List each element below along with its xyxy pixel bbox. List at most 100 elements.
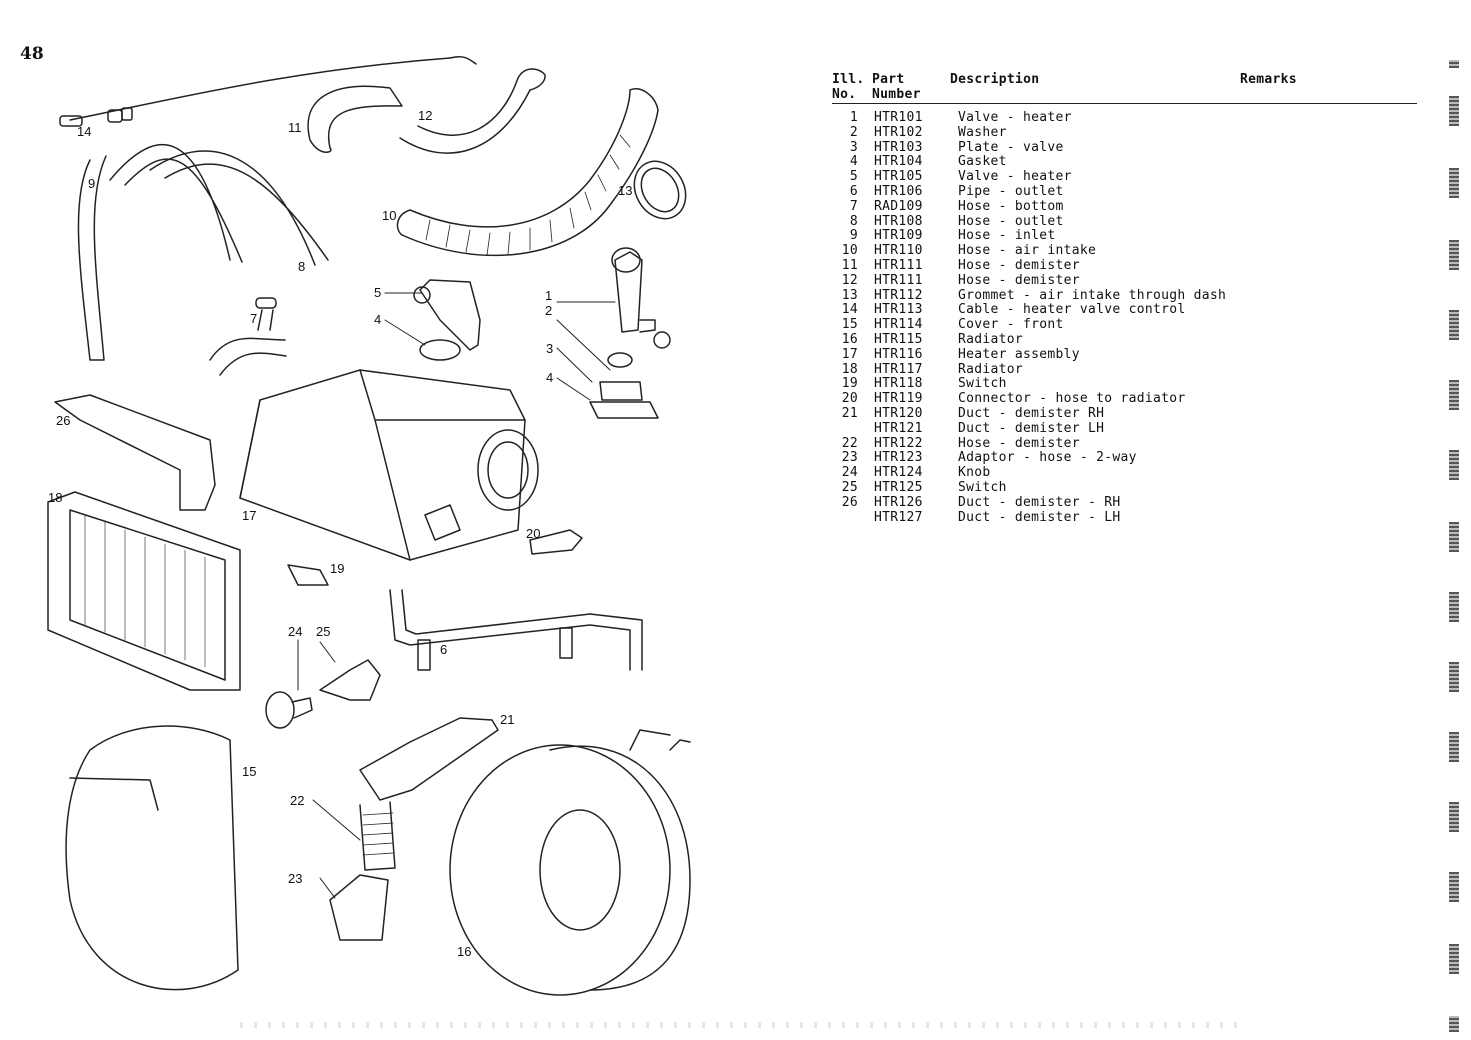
ill-no-cell: 1 bbox=[849, 110, 858, 125]
ill-no-cell: 3 bbox=[849, 139, 858, 155]
ill-no-cell: 25 bbox=[841, 479, 858, 495]
parts-list-table: Ill. No. Part Number Description Remarks… bbox=[832, 72, 1417, 525]
part-number-cell: HTR108 bbox=[874, 213, 923, 229]
callout-10: 10 bbox=[382, 208, 396, 223]
callout-22: 22 bbox=[290, 793, 304, 808]
part-number-cell: HTR114 bbox=[874, 317, 923, 333]
part-number-cell: HTR115 bbox=[874, 331, 923, 347]
description-cell: Heater assembly bbox=[958, 346, 1080, 362]
hose-part bbox=[399, 68, 546, 154]
description-cell: Valve - heater bbox=[958, 110, 1072, 125]
part-number-cell: HTR127 bbox=[874, 509, 923, 525]
exploded-parts-diagram: 1 2 3 4 4 5 6 7 8 9 10 11 12 13 14 15 16… bbox=[30, 30, 720, 1010]
callout-8: 8 bbox=[298, 259, 305, 274]
description-cell: Hose - outlet bbox=[958, 213, 1064, 229]
description-cell: Plate - valve bbox=[958, 139, 1064, 155]
callout-4b: 4 bbox=[374, 312, 381, 327]
part-number-cell: HTR125 bbox=[874, 479, 923, 495]
callout-24: 24 bbox=[288, 624, 302, 639]
description-cell: Radiator bbox=[958, 361, 1024, 377]
table-row: 8 HTR108 Hose - outlet bbox=[832, 213, 1417, 230]
callout-14: 14 bbox=[77, 124, 91, 139]
table-row: 5 HTR105 Valve - heater bbox=[832, 169, 1417, 185]
description-cell: Valve - heater bbox=[958, 169, 1072, 185]
hose-part bbox=[307, 85, 403, 153]
table-row: 25 HTR125 Switch bbox=[832, 479, 1417, 496]
margin-tab-marks bbox=[1445, 60, 1459, 1040]
part-number-cell: HTR110 bbox=[874, 243, 923, 259]
ill-no-cell: 14 bbox=[841, 302, 858, 318]
part-number-cell: HTR105 bbox=[874, 169, 923, 185]
callout-5: 5 bbox=[374, 285, 381, 300]
description-cell: Hose - inlet bbox=[958, 228, 1056, 244]
radiator-part bbox=[47, 491, 241, 691]
table-row: HTR127 Duct - demister - LH bbox=[832, 509, 1417, 526]
description-cell: Cover - front bbox=[958, 317, 1064, 333]
ill-no-cell: 5 bbox=[849, 169, 858, 185]
header-part-number: Part Number bbox=[872, 72, 921, 102]
radiator-core-part bbox=[449, 744, 671, 996]
description-cell: Duct - demister - RH bbox=[958, 494, 1121, 510]
description-cell: Hose - bottom bbox=[958, 198, 1064, 214]
part-number-cell: HTR109 bbox=[874, 228, 923, 244]
table-row: 1 HTR101 Valve - heater bbox=[832, 110, 1417, 126]
ill-no-cell: 10 bbox=[841, 243, 858, 259]
description-cell: Switch bbox=[958, 479, 1007, 495]
callout-19: 19 bbox=[330, 561, 344, 576]
callout-25: 25 bbox=[316, 624, 330, 639]
ill-no-cell: 8 bbox=[849, 213, 858, 229]
description-cell: Hose - demister bbox=[958, 272, 1080, 288]
part-number-cell: HTR122 bbox=[874, 435, 923, 451]
part-number-cell: HTR101 bbox=[874, 110, 923, 125]
description-cell: Cable - heater valve control bbox=[958, 302, 1186, 318]
ill-no-cell: 7 bbox=[849, 198, 858, 214]
callout-3: 3 bbox=[546, 341, 553, 356]
description-cell: Adaptor - hose - 2-way bbox=[958, 450, 1137, 466]
description-cell: Duct - demister - LH bbox=[958, 509, 1121, 525]
ill-no-cell: 20 bbox=[841, 391, 858, 407]
header-ill-no: Ill. No. bbox=[832, 72, 865, 102]
part-number-cell: HTR113 bbox=[874, 302, 923, 318]
ill-no-cell bbox=[832, 422, 866, 437]
description-cell: Hose - air intake bbox=[958, 243, 1097, 259]
front-cover-part bbox=[65, 725, 239, 991]
table-row: 9 HTR109 Hose - inlet bbox=[832, 229, 1417, 244]
part-number-cell: HTR124 bbox=[874, 465, 923, 481]
ill-no-cell: 9 bbox=[849, 228, 858, 244]
part-number-cell: HTR102 bbox=[874, 124, 923, 140]
callout-2: 2 bbox=[545, 303, 552, 318]
ill-no-cell: 4 bbox=[849, 154, 858, 170]
description-cell: Switch bbox=[958, 376, 1007, 392]
part-number-cell: HTR119 bbox=[874, 391, 923, 407]
ill-no-cell: 12 bbox=[841, 272, 858, 288]
description-cell: Radiator bbox=[958, 331, 1024, 347]
callout-4: 4 bbox=[546, 370, 553, 385]
part-number-cell: HTR104 bbox=[874, 154, 923, 170]
table-row: 16 HTR115 Radiator bbox=[832, 331, 1417, 348]
ill-no-cell: 11 bbox=[841, 257, 858, 273]
callout-9: 9 bbox=[88, 176, 95, 191]
callout-21: 21 bbox=[500, 712, 514, 727]
description-cell: Grommet - air intake through dash bbox=[958, 287, 1227, 303]
part-number-cell: HTR126 bbox=[874, 494, 923, 510]
cable-part bbox=[69, 57, 451, 121]
ill-no-cell: 6 bbox=[849, 183, 858, 199]
ill-no-cell: 18 bbox=[841, 361, 858, 377]
part-number-cell: HTR117 bbox=[874, 361, 923, 377]
ill-no-cell: 16 bbox=[841, 331, 858, 347]
scan-noise bbox=[240, 1022, 1240, 1028]
